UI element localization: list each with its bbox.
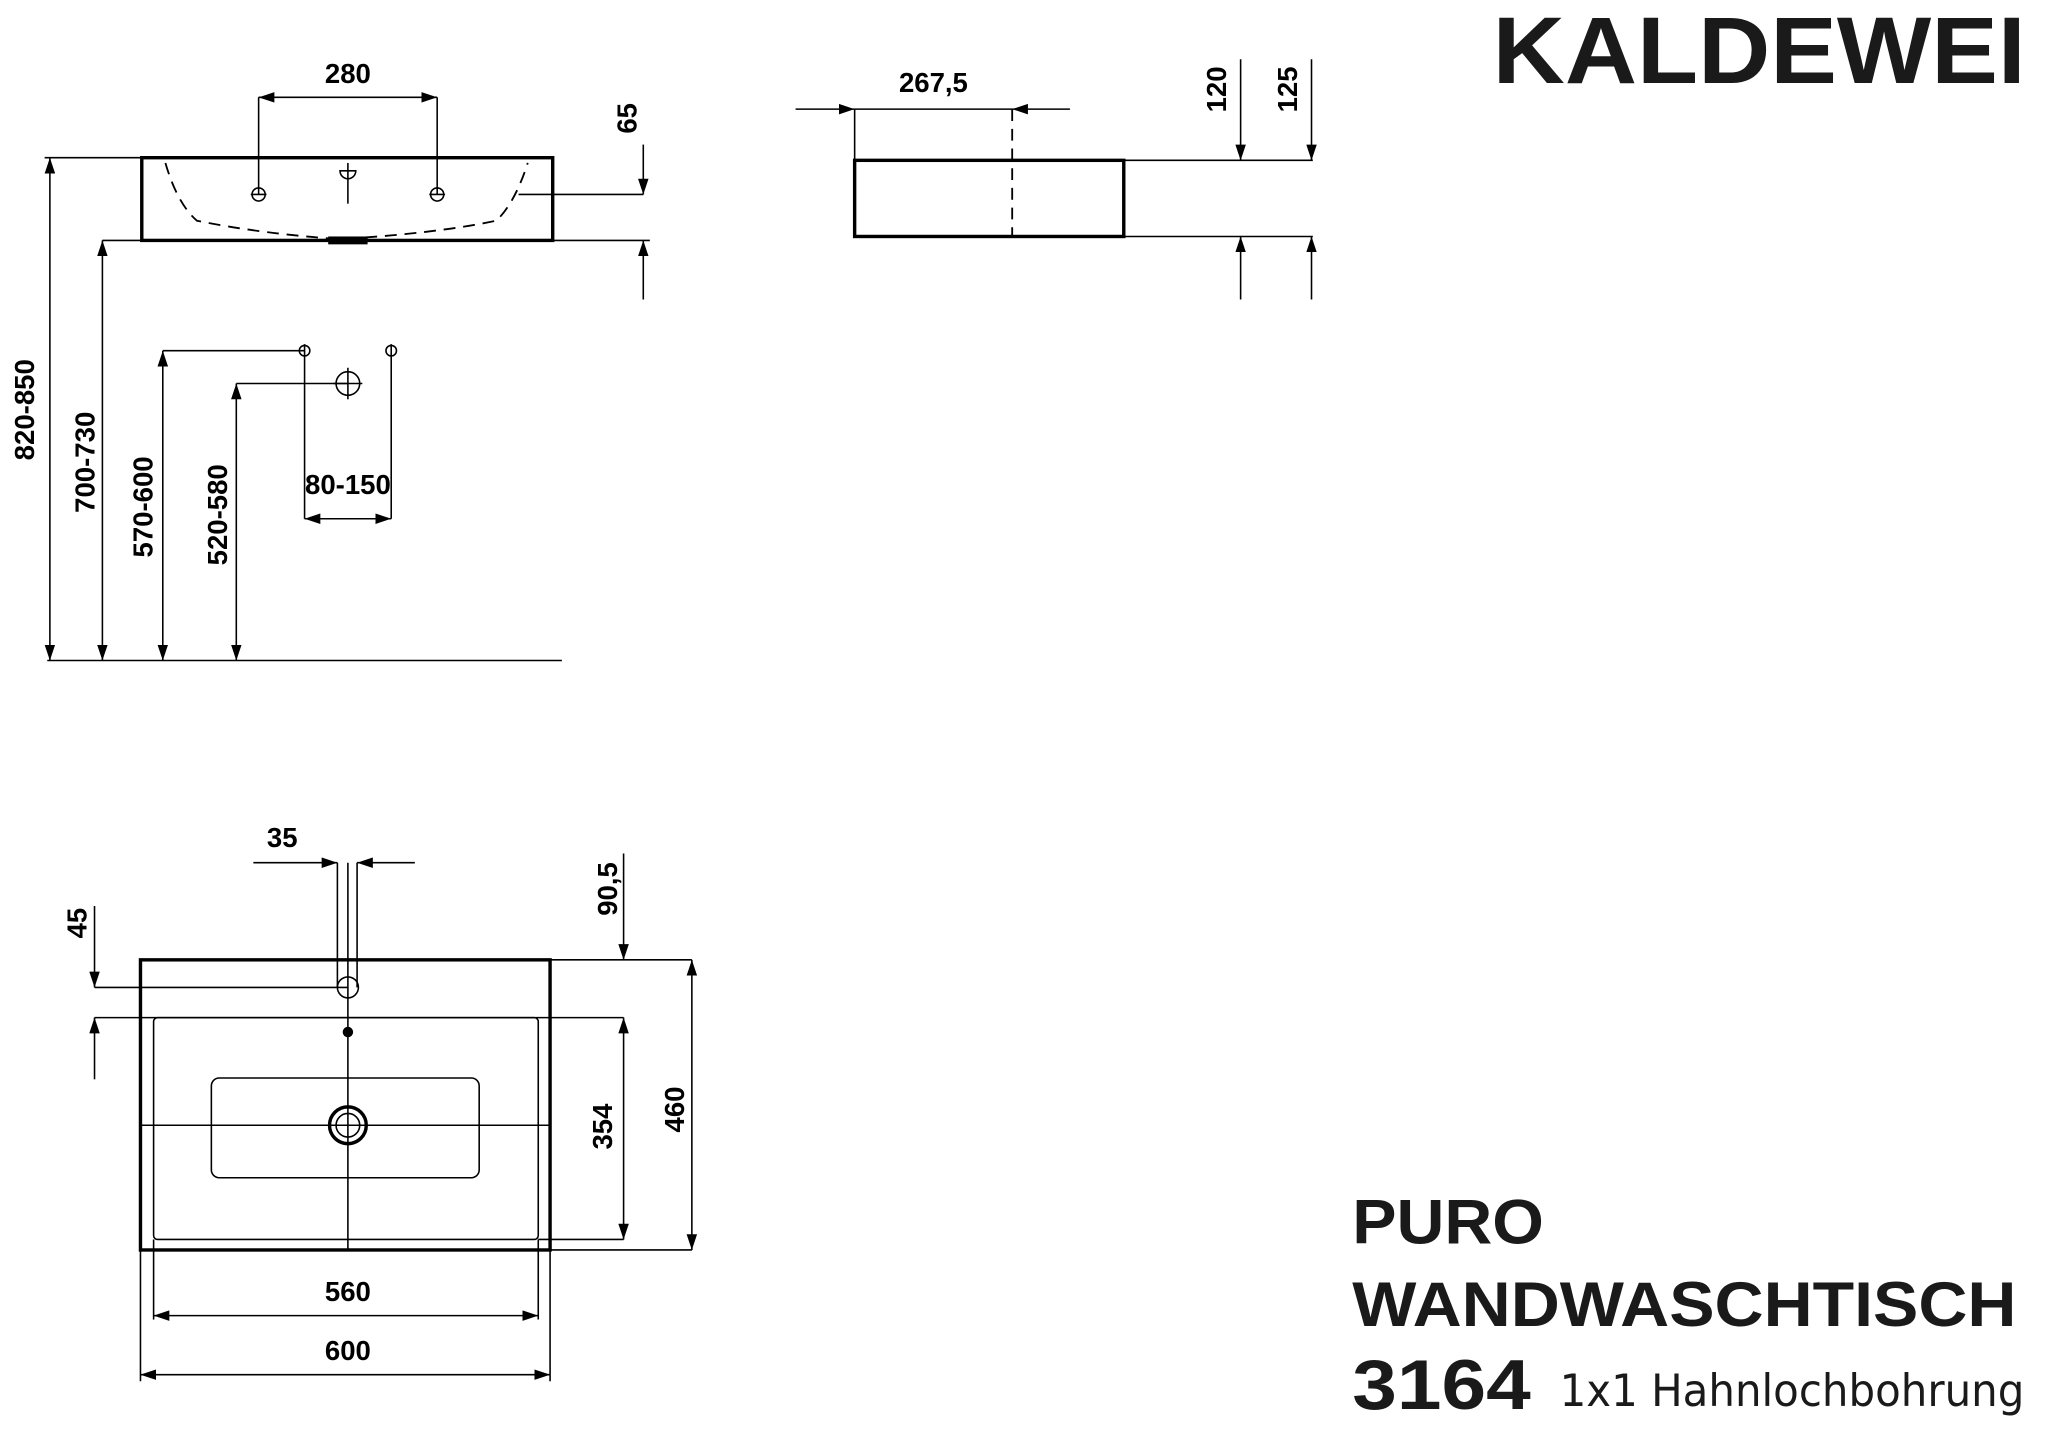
- drain-icon: [327, 1105, 368, 1146]
- dim-outer-width: 600: [325, 1335, 371, 1366]
- overflow-icon: [339, 162, 357, 204]
- dim-height-570-600: 570-600: [127, 456, 158, 557]
- dim-tap-spacing: 280: [325, 58, 371, 89]
- side-view: 267,5 120 125: [795, 59, 1317, 300]
- dim-tap-hole: 35: [267, 822, 298, 853]
- dim-height-120: 120: [1201, 66, 1232, 112]
- dim-rim-offset: 90,5: [592, 862, 623, 916]
- dim-inner-depth: 354: [587, 1103, 618, 1150]
- waste-pipe-icon: [333, 367, 363, 400]
- basin-inner-contour: [164, 162, 529, 241]
- product-variant: 1x1 Hahnlochbohrung: [1560, 1365, 2025, 1417]
- front-view: 280 65 820-850 700-730 570-600 520-580 8…: [9, 58, 650, 662]
- dim-outer-depth: 460: [659, 1087, 690, 1133]
- product-series: PURO: [1352, 1187, 1544, 1257]
- product-number: 3164: [1352, 1346, 1531, 1425]
- dim-height-700-730: 700-730: [70, 412, 101, 513]
- overflow-hole-icon: [342, 1026, 354, 1038]
- drain-outlet: [328, 236, 368, 245]
- dim-depth-to-tap: 267,5: [899, 67, 968, 98]
- dim-height-125: 125: [1272, 66, 1303, 112]
- product-type: WANDWASCHTISCH: [1352, 1270, 2016, 1340]
- basin-side-outline: [852, 158, 1126, 239]
- supply-right-icon: [385, 344, 398, 519]
- top-view: 35 45 90,5 354 460 560 600: [62, 822, 698, 1382]
- basin-bowl: [210, 1077, 480, 1179]
- dim-height-820-850: 820-850: [9, 359, 40, 460]
- dim-height-520-580: 520-580: [202, 464, 233, 565]
- basin-top-outline: [138, 958, 552, 1252]
- title-block: PURO WANDWASCHTISCH 3164 1x1 Hahnlochboh…: [1352, 1187, 2024, 1424]
- supply-left-icon: [298, 344, 311, 519]
- dim-inner-width: 560: [325, 1276, 371, 1307]
- kaldewei-logo: KALDEWEI: [1493, 0, 2026, 104]
- dim-supply-spacing: 80-150: [305, 469, 391, 500]
- dim-rim-overflow: 65: [612, 103, 643, 134]
- dim-tap-offset: 45: [62, 908, 93, 939]
